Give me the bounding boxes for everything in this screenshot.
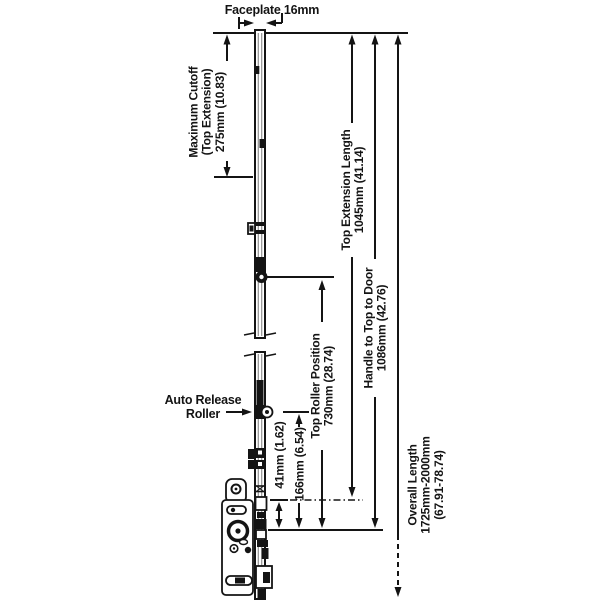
auto-release-roller-body [255, 405, 265, 419]
faceplate-upper-section [254, 29, 266, 339]
top-extension-length-label: Top Extension Length [339, 129, 353, 250]
adjustment-slot [226, 505, 247, 515]
dim-166mm: 166mm (6.54) [283, 411, 309, 528]
reference-lines [268, 499, 383, 531]
svg-text:1045mm (41.14): 1045mm (41.14) [352, 147, 366, 234]
svg-text:(Top Extension): (Top Extension) [200, 68, 214, 155]
svg-text:1086mm (42.76): 1086mm (42.76) [375, 285, 389, 372]
faceplate-right-arrowhead [244, 19, 254, 27]
svg-text:Roller: Roller [186, 407, 221, 421]
dim-41mm-label: 41mm (1.62) [273, 421, 287, 488]
dim-166mm-label: 166mm (6.54) [293, 427, 307, 501]
faceplate-drawing [243, 29, 277, 600]
faceplate-lower-section [254, 351, 266, 600]
dim-top-extension-length: Top Extension Length 1045mm (41.14) [339, 34, 366, 497]
screw-slot [254, 66, 260, 74]
faceplate-callout: Faceplate 16mm [225, 3, 320, 29]
gearbox-drawing [221, 478, 254, 596]
auto-release-roller-callout: Auto Release Roller [165, 393, 252, 421]
svg-text:275mm (10.83): 275mm (10.83) [213, 72, 227, 152]
connector-block [248, 460, 255, 469]
svg-text:730mm (28.74): 730mm (28.74) [322, 346, 336, 426]
auto-release-arrowhead [242, 408, 252, 416]
auto-release-roller-label: Auto Release [165, 393, 242, 407]
handle-to-top-label: Handle to Top to Door [361, 267, 375, 388]
dim-overall-length: Overall Length 1725mm-2000mm (67.91-78.7… [394, 34, 446, 597]
svg-text:1725mm-2000mm: 1725mm-2000mm [419, 436, 433, 533]
small-oval-hole [238, 538, 249, 546]
maximum-cutoff-label: Maximum Cutoff [187, 65, 201, 157]
break-symbol [243, 332, 277, 357]
joint-block [254, 496, 268, 511]
screw-slot [259, 139, 264, 148]
extension-splice [254, 484, 266, 493]
faceplate-left-arrowhead [266, 19, 276, 27]
dim-maximum-cutoff: Maximum Cutoff (Top Extension) 275mm (10… [187, 34, 253, 178]
top-roller-position-label: Top Roller Position [308, 333, 322, 438]
connector-block [248, 449, 255, 459]
faceplate-label: Faceplate 16mm [225, 3, 320, 17]
overall-length-label: Overall Length [405, 444, 419, 525]
lock-block [255, 519, 267, 529]
dim-top-roller-position: Top Roller Position 730mm (28.74) [267, 276, 336, 528]
svg-text:(67.91-78.74): (67.91-78.74) [432, 450, 446, 520]
pin-hole [244, 546, 252, 554]
top-roller-housing [256, 257, 264, 272]
dim-41mm: 41mm (1.62) [270, 421, 288, 528]
dim-handle-to-top: Handle to Top to Door 1086mm (42.76) [361, 34, 389, 528]
